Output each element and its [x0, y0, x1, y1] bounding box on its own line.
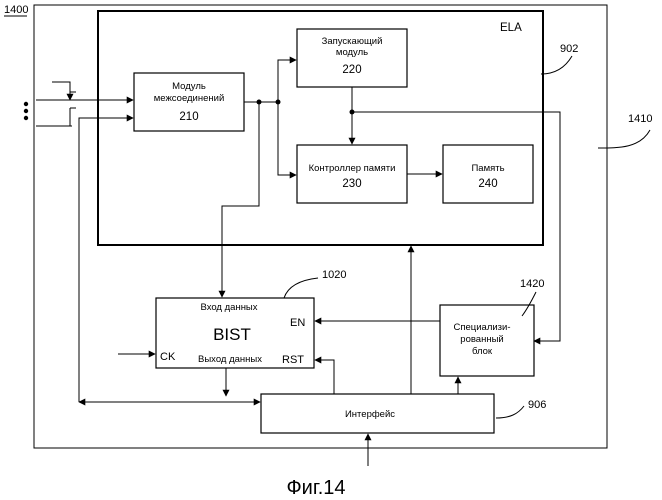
input-pins	[24, 82, 133, 126]
launch-label-line2: модуль	[336, 47, 368, 58]
bist-block: 1020 Вход данных BIST Выход данных EN CK…	[156, 269, 346, 368]
memory-label: Память	[471, 163, 504, 174]
launch-module: Запускающий модуль 220	[297, 29, 407, 87]
bist-data-out-label: Выход данных	[198, 354, 262, 365]
ela-label: ELA	[500, 22, 522, 34]
bist-pin-en: EN	[290, 317, 305, 329]
interconnect-label-line2: межсоединений	[154, 93, 225, 104]
interface-ref-label: 906	[528, 399, 546, 411]
board-ref-label: 1410	[628, 113, 652, 125]
bist-title: BIST	[213, 325, 251, 344]
memory-number: 240	[478, 178, 497, 190]
memory-controller-number: 230	[342, 178, 361, 190]
interface-ref-leader	[496, 406, 524, 418]
ela-ref-leader	[541, 56, 572, 74]
interface-label: Интерфейс	[345, 409, 395, 420]
figure-ref-label: 1400	[4, 4, 28, 16]
launch-number: 220	[342, 64, 361, 76]
specialized-block: 1420 Специализи- рованный блок	[440, 278, 544, 376]
interconnect-module: Модуль межсоединений 210	[134, 73, 244, 131]
interface-block: Интерфейс 906	[261, 394, 546, 433]
ela-ref-label: 902	[560, 43, 578, 55]
interconnect-label-line1: Модуль	[172, 81, 206, 92]
bist-data-in-label: Вход данных	[200, 302, 257, 313]
launch-label-line1: Запускающий	[322, 36, 383, 47]
bist-pin-ck: CK	[160, 351, 176, 363]
memory-block: Память 240	[443, 145, 533, 203]
specialized-label-line2: рованный	[460, 334, 503, 345]
bist-ref-leader	[284, 278, 318, 298]
memory-controller: Контроллер памяти 230	[297, 145, 407, 203]
specialized-ref-label: 1420	[520, 278, 544, 290]
interconnect-number: 210	[179, 111, 198, 123]
figure-caption: Фиг.14	[286, 477, 345, 499]
bist-pin-rst: RST	[282, 354, 304, 366]
board-ref-leader	[598, 130, 650, 148]
memory-controller-label: Контроллер памяти	[309, 163, 396, 174]
specialized-label-line1: Специализи-	[454, 322, 511, 333]
specialized-label-line3: блок	[472, 346, 493, 357]
bist-ref-label: 1020	[322, 269, 346, 281]
